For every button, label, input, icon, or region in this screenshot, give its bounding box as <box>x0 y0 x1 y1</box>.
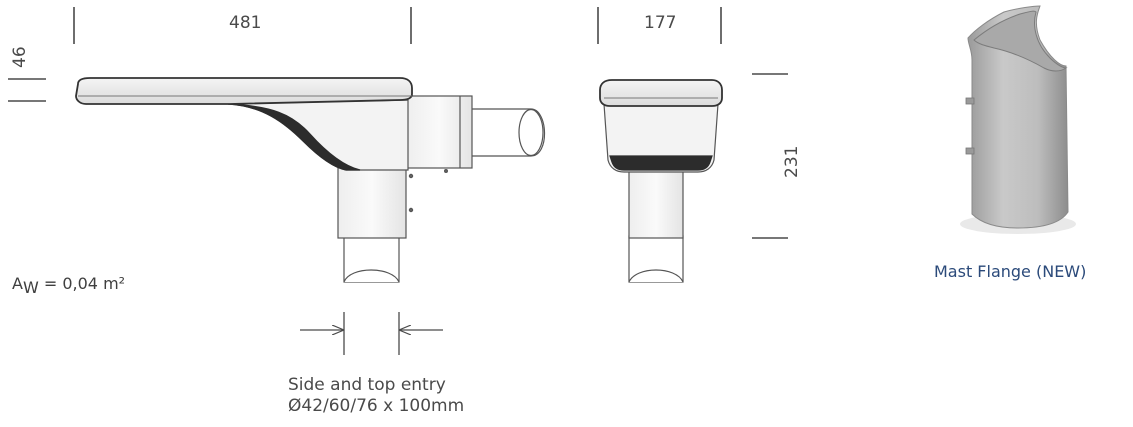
luminaire-body <box>227 99 409 171</box>
entry-line-2: Ø42/60/76 x 100mm <box>288 396 465 416</box>
front-view <box>599 79 723 283</box>
spigot-housing <box>337 167 407 239</box>
body-shadow <box>227 103 361 171</box>
front-pipe-end <box>628 269 684 283</box>
wind-area-value: = 0,04 m² <box>38 274 126 293</box>
width-dim-label: 177 <box>644 13 676 33</box>
mast-flange-caption: Mast Flange (NEW) <box>934 262 1087 281</box>
mast-flange-pin-top <box>965 97 975 105</box>
width-dimension <box>597 7 722 44</box>
diameter-arrows <box>300 312 443 355</box>
total-height-label: 231 <box>782 146 802 178</box>
top-entry-pipe-end <box>343 269 400 283</box>
head-height-label: 46 <box>10 46 30 68</box>
mast-flange-image <box>960 5 1076 234</box>
front-head <box>599 79 723 107</box>
front-body <box>603 103 719 173</box>
entry-line-1: Side and top entry <box>288 375 446 395</box>
wind-area-prefix: A <box>12 274 23 293</box>
mast-flange-pin-bottom <box>965 147 975 155</box>
luminaire-head <box>75 77 413 105</box>
front-spigot <box>628 169 684 239</box>
wind-area-label: AW = 0,04 m² <box>12 274 125 297</box>
total-height-dimension <box>752 73 788 239</box>
front-body-skirt <box>609 155 713 171</box>
side-entry-pipe-end <box>518 108 544 157</box>
mast-flange-inner <box>973 10 1068 72</box>
head-height-dimension <box>8 78 46 102</box>
length-dim-label: 481 <box>229 13 261 33</box>
side-clamp <box>405 95 473 169</box>
entry-description: Side and top entry Ø42/60/76 x 100mm <box>288 375 464 417</box>
side-view <box>75 77 546 283</box>
wind-area-subscript: W <box>22 278 39 297</box>
length-dimension <box>73 7 412 44</box>
